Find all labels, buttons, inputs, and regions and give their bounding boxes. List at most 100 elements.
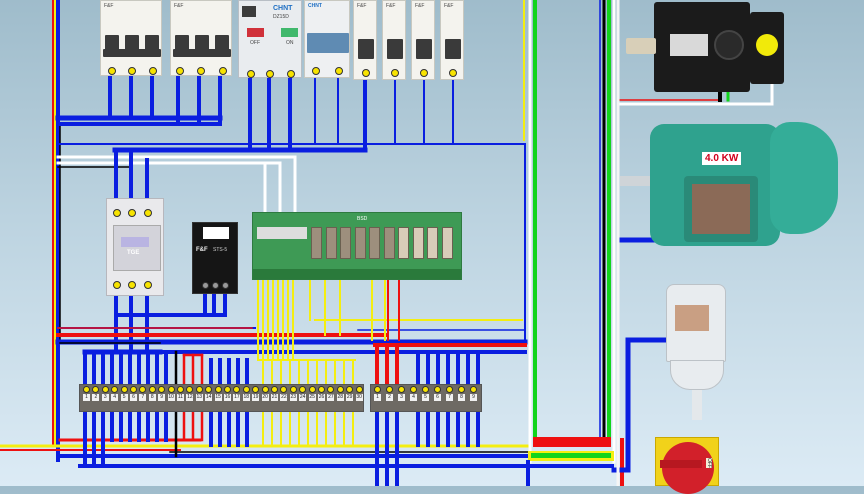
terminal-screw: [176, 67, 184, 75]
terminal-number: 6: [434, 394, 441, 401]
terminal[interactable]: 19: [252, 385, 260, 411]
breaker-3p-1[interactable]: F&F: [100, 0, 162, 76]
terminal[interactable]: 15: [214, 385, 222, 411]
contactor-brand: TGE: [127, 250, 140, 256]
terminal[interactable]: 5: [422, 385, 429, 411]
breaker-toggle[interactable]: [215, 35, 229, 53]
vertical-motor[interactable]: [666, 284, 726, 362]
terminal[interactable]: 16: [224, 385, 231, 411]
rcbo-model: DZ15D: [273, 14, 289, 20]
terminal-screw: [280, 386, 288, 393]
terminal[interactable]: 27: [327, 385, 335, 411]
terminal[interactable]: 21: [271, 385, 278, 411]
terminal[interactable]: 14: [205, 385, 213, 411]
terminal-number: 7: [139, 394, 147, 401]
terminal[interactable]: 23: [289, 385, 297, 411]
terminal[interactable]: 1: [374, 385, 381, 411]
rcbo-off-button[interactable]: [247, 28, 264, 37]
terminal[interactable]: 18: [242, 385, 250, 411]
breaker-toggle[interactable]: [105, 35, 119, 53]
terminal[interactable]: 10: [167, 385, 175, 411]
terminal[interactable]: 2: [92, 385, 100, 411]
rotary-switch[interactable]: OFF: [655, 437, 719, 494]
terminal-screw: [335, 67, 343, 75]
terminal-number: 18: [242, 394, 250, 401]
breaker-2p[interactable]: CHNT: [304, 0, 350, 78]
terminal-screw: [242, 386, 250, 393]
relay: [354, 227, 366, 259]
terminal[interactable]: 25: [308, 385, 316, 411]
relay: [383, 227, 395, 259]
breaker-toggle[interactable]: [387, 39, 403, 59]
terminal[interactable]: 6: [130, 385, 137, 411]
terminal[interactable]: 2: [386, 385, 393, 411]
terminal[interactable]: 7: [139, 385, 147, 411]
breaker-toggle[interactable]: [358, 39, 374, 59]
terminal[interactable]: 8: [148, 385, 156, 411]
terminal[interactable]: 7: [446, 385, 453, 411]
terminal-screw: [144, 209, 152, 217]
terminal-screw: [287, 70, 295, 78]
terminal[interactable]: 13: [195, 385, 203, 411]
terminal-number: 21: [271, 394, 278, 401]
terminal-number: 10: [167, 394, 175, 401]
terminal-screw: [312, 67, 320, 75]
terminal[interactable]: 4: [410, 385, 417, 411]
breaker-toggle[interactable]: [445, 39, 461, 59]
terminal[interactable]: 26: [318, 385, 325, 411]
rcbo-breaker[interactable]: CHNT DZ15D OFF ON: [238, 0, 302, 78]
terminal[interactable]: 17: [233, 385, 241, 411]
rcbo-on-button[interactable]: [281, 28, 298, 37]
terminal-number: 23: [289, 394, 297, 401]
terminal[interactable]: 29: [346, 385, 354, 411]
terminal[interactable]: 20: [261, 385, 269, 411]
terminal-number: 14: [205, 394, 213, 401]
terminal-number: 27: [327, 394, 335, 401]
breaker-1p-2[interactable]: F&F: [382, 0, 406, 80]
terminal-screw: [422, 386, 429, 393]
terminal[interactable]: 1: [83, 385, 90, 411]
terminal-number: 4: [111, 394, 119, 401]
wire-right-red-bar: [533, 437, 611, 447]
servo-motor[interactable]: [654, 2, 750, 92]
terminal[interactable]: 9: [158, 385, 166, 411]
terminal[interactable]: 6: [434, 385, 441, 411]
terminal[interactable]: 9: [470, 385, 477, 411]
breaker-toggle[interactable]: [175, 35, 189, 53]
breaker-toggle[interactable]: [195, 35, 209, 53]
breaker-3p-2[interactable]: F&F: [170, 0, 232, 76]
terminal[interactable]: 11: [177, 385, 184, 411]
ac-motor[interactable]: [650, 124, 780, 246]
ac-motor-power-label: 4.0 KW: [702, 152, 742, 165]
breaker-1p-4[interactable]: F&F: [440, 0, 464, 80]
relay-board[interactable]: BSD: [252, 212, 462, 280]
terminal-screw: [83, 386, 90, 393]
terminal[interactable]: 3: [398, 385, 405, 411]
contactor-logo-plate: [121, 237, 149, 247]
terminal[interactable]: 4: [111, 385, 119, 411]
breaker-1p-3[interactable]: F&F: [411, 0, 435, 80]
breaker-toggle[interactable]: [416, 39, 432, 59]
terminal[interactable]: 24: [299, 385, 307, 411]
breaker-toggle[interactable]: [145, 35, 159, 53]
terminal-screw: [128, 209, 136, 217]
breaker-toggle[interactable]: [125, 35, 139, 53]
terminal[interactable]: 30: [355, 385, 363, 411]
breaker-toggle[interactable]: [307, 33, 349, 53]
terminal[interactable]: 5: [120, 385, 128, 411]
breaker-brand: F&F: [104, 3, 114, 9]
terminal-number: 1: [83, 394, 90, 401]
terminal[interactable]: 28: [336, 385, 344, 411]
terminal[interactable]: 3: [101, 385, 109, 411]
breaker-1p-1[interactable]: F&F: [353, 0, 377, 80]
contactor[interactable]: TGE: [106, 198, 164, 296]
terminal-screw: [205, 386, 213, 393]
terminal[interactable]: 22: [280, 385, 288, 411]
phase-sequence-relay[interactable]: F&F STS-5: [192, 222, 238, 294]
ac-motor-terminal-plate: [692, 184, 750, 234]
terminal-screw: [299, 386, 307, 393]
terminal[interactable]: 8: [458, 385, 465, 411]
terminal-number: 8: [458, 394, 465, 401]
terminal[interactable]: 12: [186, 385, 194, 411]
rotary-switch-handle[interactable]: [660, 460, 702, 468]
